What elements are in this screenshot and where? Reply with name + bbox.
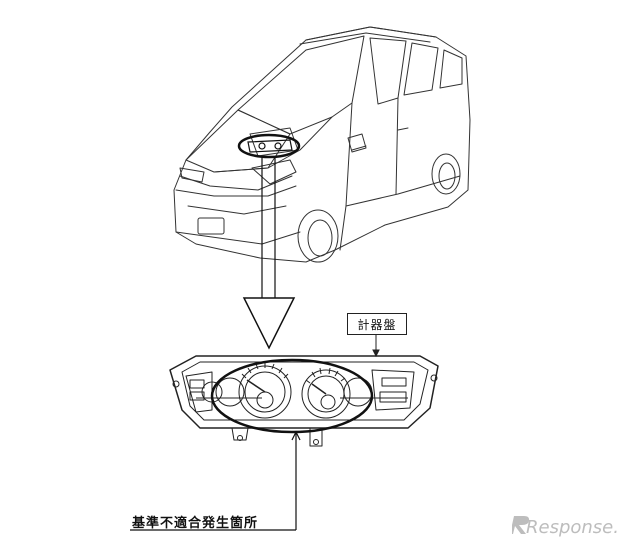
watermark-text: Response. — [526, 517, 619, 538]
instrument-cluster — [169, 355, 439, 447]
defect-area-highlight — [210, 358, 374, 434]
defect-label-pointer — [130, 430, 301, 531]
down-arrow-icon — [242, 297, 296, 350]
pointer-lines — [261, 157, 276, 298]
meter-label-text: 計器盤 — [357, 317, 397, 332]
vehicle-meter-detail — [247, 139, 293, 153]
vehicle-illustration — [173, 26, 471, 263]
tachometer — [301, 367, 351, 419]
vehicle-meter-highlight — [237, 133, 301, 159]
defect-location-label: 基準不適合発生箇所 — [132, 512, 258, 531]
response-watermark-logo: Response. — [512, 516, 619, 538]
speedometer — [238, 362, 292, 419]
meter-label-pointer — [372, 334, 380, 358]
meter-label: 計器盤 — [347, 313, 407, 335]
defect-location-text: 基準不適合発生箇所 — [132, 516, 259, 531]
